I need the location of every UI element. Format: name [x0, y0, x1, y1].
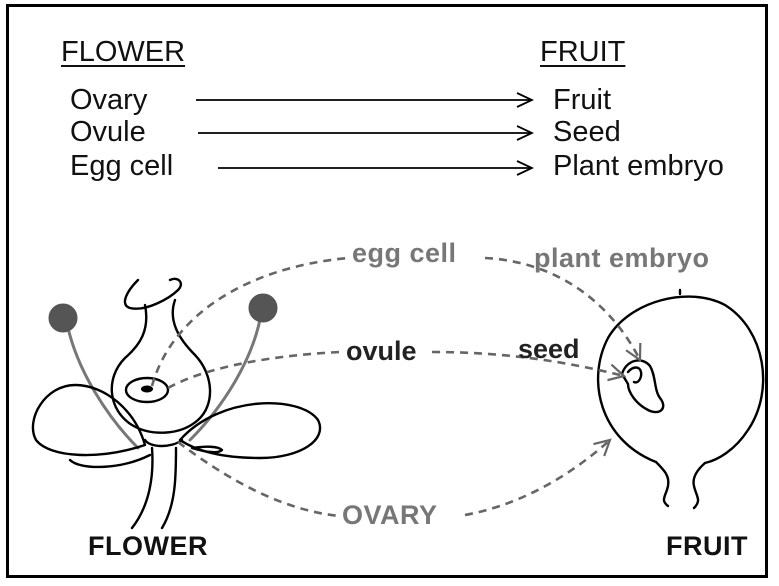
- egg-cell: [141, 386, 153, 393]
- lower-left-petal: [70, 455, 150, 467]
- fruit-drawing: [598, 290, 763, 508]
- right-anther: [249, 294, 277, 322]
- label-egg-cell: egg cell: [352, 238, 457, 269]
- receptacle: [145, 440, 182, 446]
- seed: [622, 360, 663, 412]
- pistil-outline: [112, 300, 210, 433]
- label-plant-embryo: plant embryo: [534, 243, 710, 274]
- label-ovule: ovule: [346, 336, 417, 367]
- plant-embryo: [628, 368, 641, 383]
- receptacle-pad: [192, 447, 222, 452]
- label-ovary: OVARY: [342, 500, 438, 531]
- caption-flower: FLOWER: [88, 531, 208, 562]
- fruit-stalk-right: [694, 463, 705, 508]
- stem-right: [162, 448, 176, 528]
- fruit-body: [598, 297, 763, 463]
- left-stamen-filament: [66, 318, 138, 448]
- left-anther: [49, 304, 77, 332]
- label-seed: seed: [518, 334, 580, 365]
- caption-fruit: FRUIT: [666, 531, 748, 562]
- fruit-stalk-left: [656, 462, 668, 506]
- stigma: [125, 279, 181, 309]
